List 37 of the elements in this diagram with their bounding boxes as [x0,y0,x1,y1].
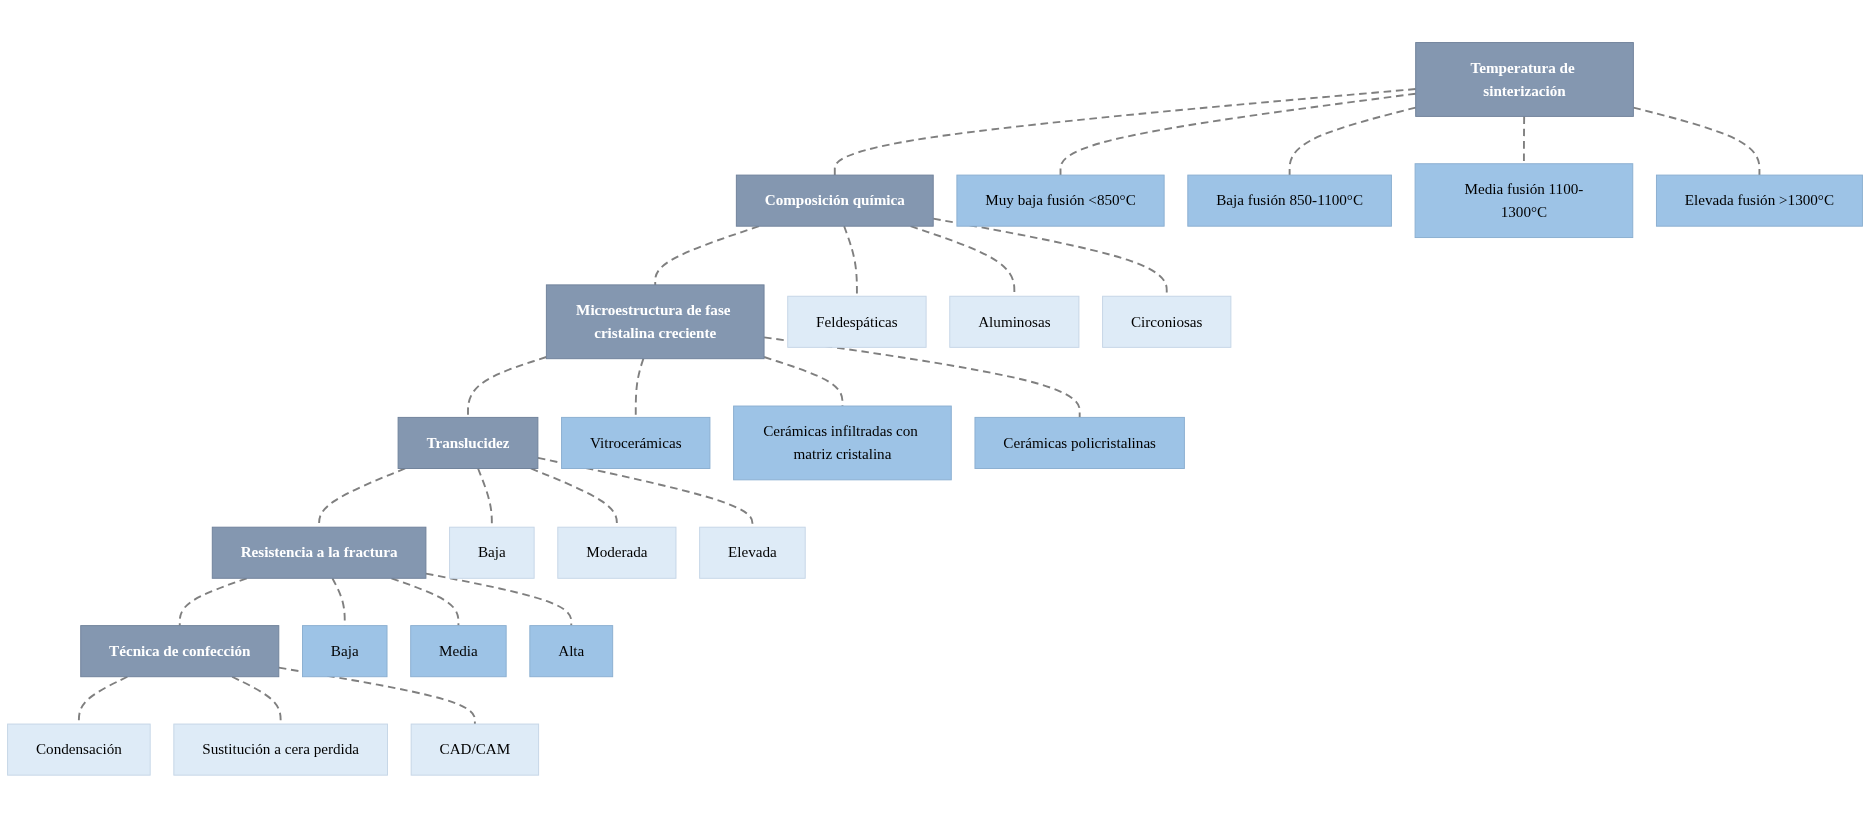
node-box: Cerámicas policristalinas [974,416,1185,469]
connector [833,87,1417,176]
connector [1059,92,1417,176]
node-box: Cerámicas infiltradas con matriz cristalina [733,405,952,480]
node-box: Vitrocerámicas [561,416,711,469]
node-box: Media fusión 1100-1300°C [1414,162,1634,238]
connector [1288,106,1417,176]
node-box: Elevada [699,526,806,579]
connector [390,576,460,627]
node-box: Condensación [7,723,151,776]
connector [1632,106,1761,176]
node-box: Baja [302,624,388,677]
node-box: Elevada fusión >1300°C [1655,174,1863,227]
node-box: Media [410,624,507,677]
node-box: Baja [449,526,535,579]
connector [178,576,248,627]
connector [467,355,548,418]
node-box: Composición química [735,174,934,227]
connector [634,357,645,418]
node-box: Resistencia a la fractura [211,526,427,579]
node-box: Temperatura de sinterización [1415,41,1634,117]
connector [654,224,760,286]
node-box: Baja fusión 850-1100°C [1187,174,1392,227]
node-box: Alta [529,624,614,677]
node-box: Muy baja fusión <850°C [956,174,1165,227]
node-box: Feldespáticas [787,295,927,348]
connector [277,666,476,725]
node-box: Circoniosas [1102,295,1232,348]
node-box: Aluminosas [949,295,1080,348]
node-box: Translucidez [397,416,539,469]
node-box: CAD/CAM [410,723,540,776]
node-box: Técnica de confección [80,624,280,677]
connector [843,224,858,297]
node-box: Sustitución a cera perdida [173,723,388,776]
node-box: Moderada [557,526,677,579]
node-box: Microestructura de fase cristalina creciente [545,284,765,359]
connector [425,572,573,627]
